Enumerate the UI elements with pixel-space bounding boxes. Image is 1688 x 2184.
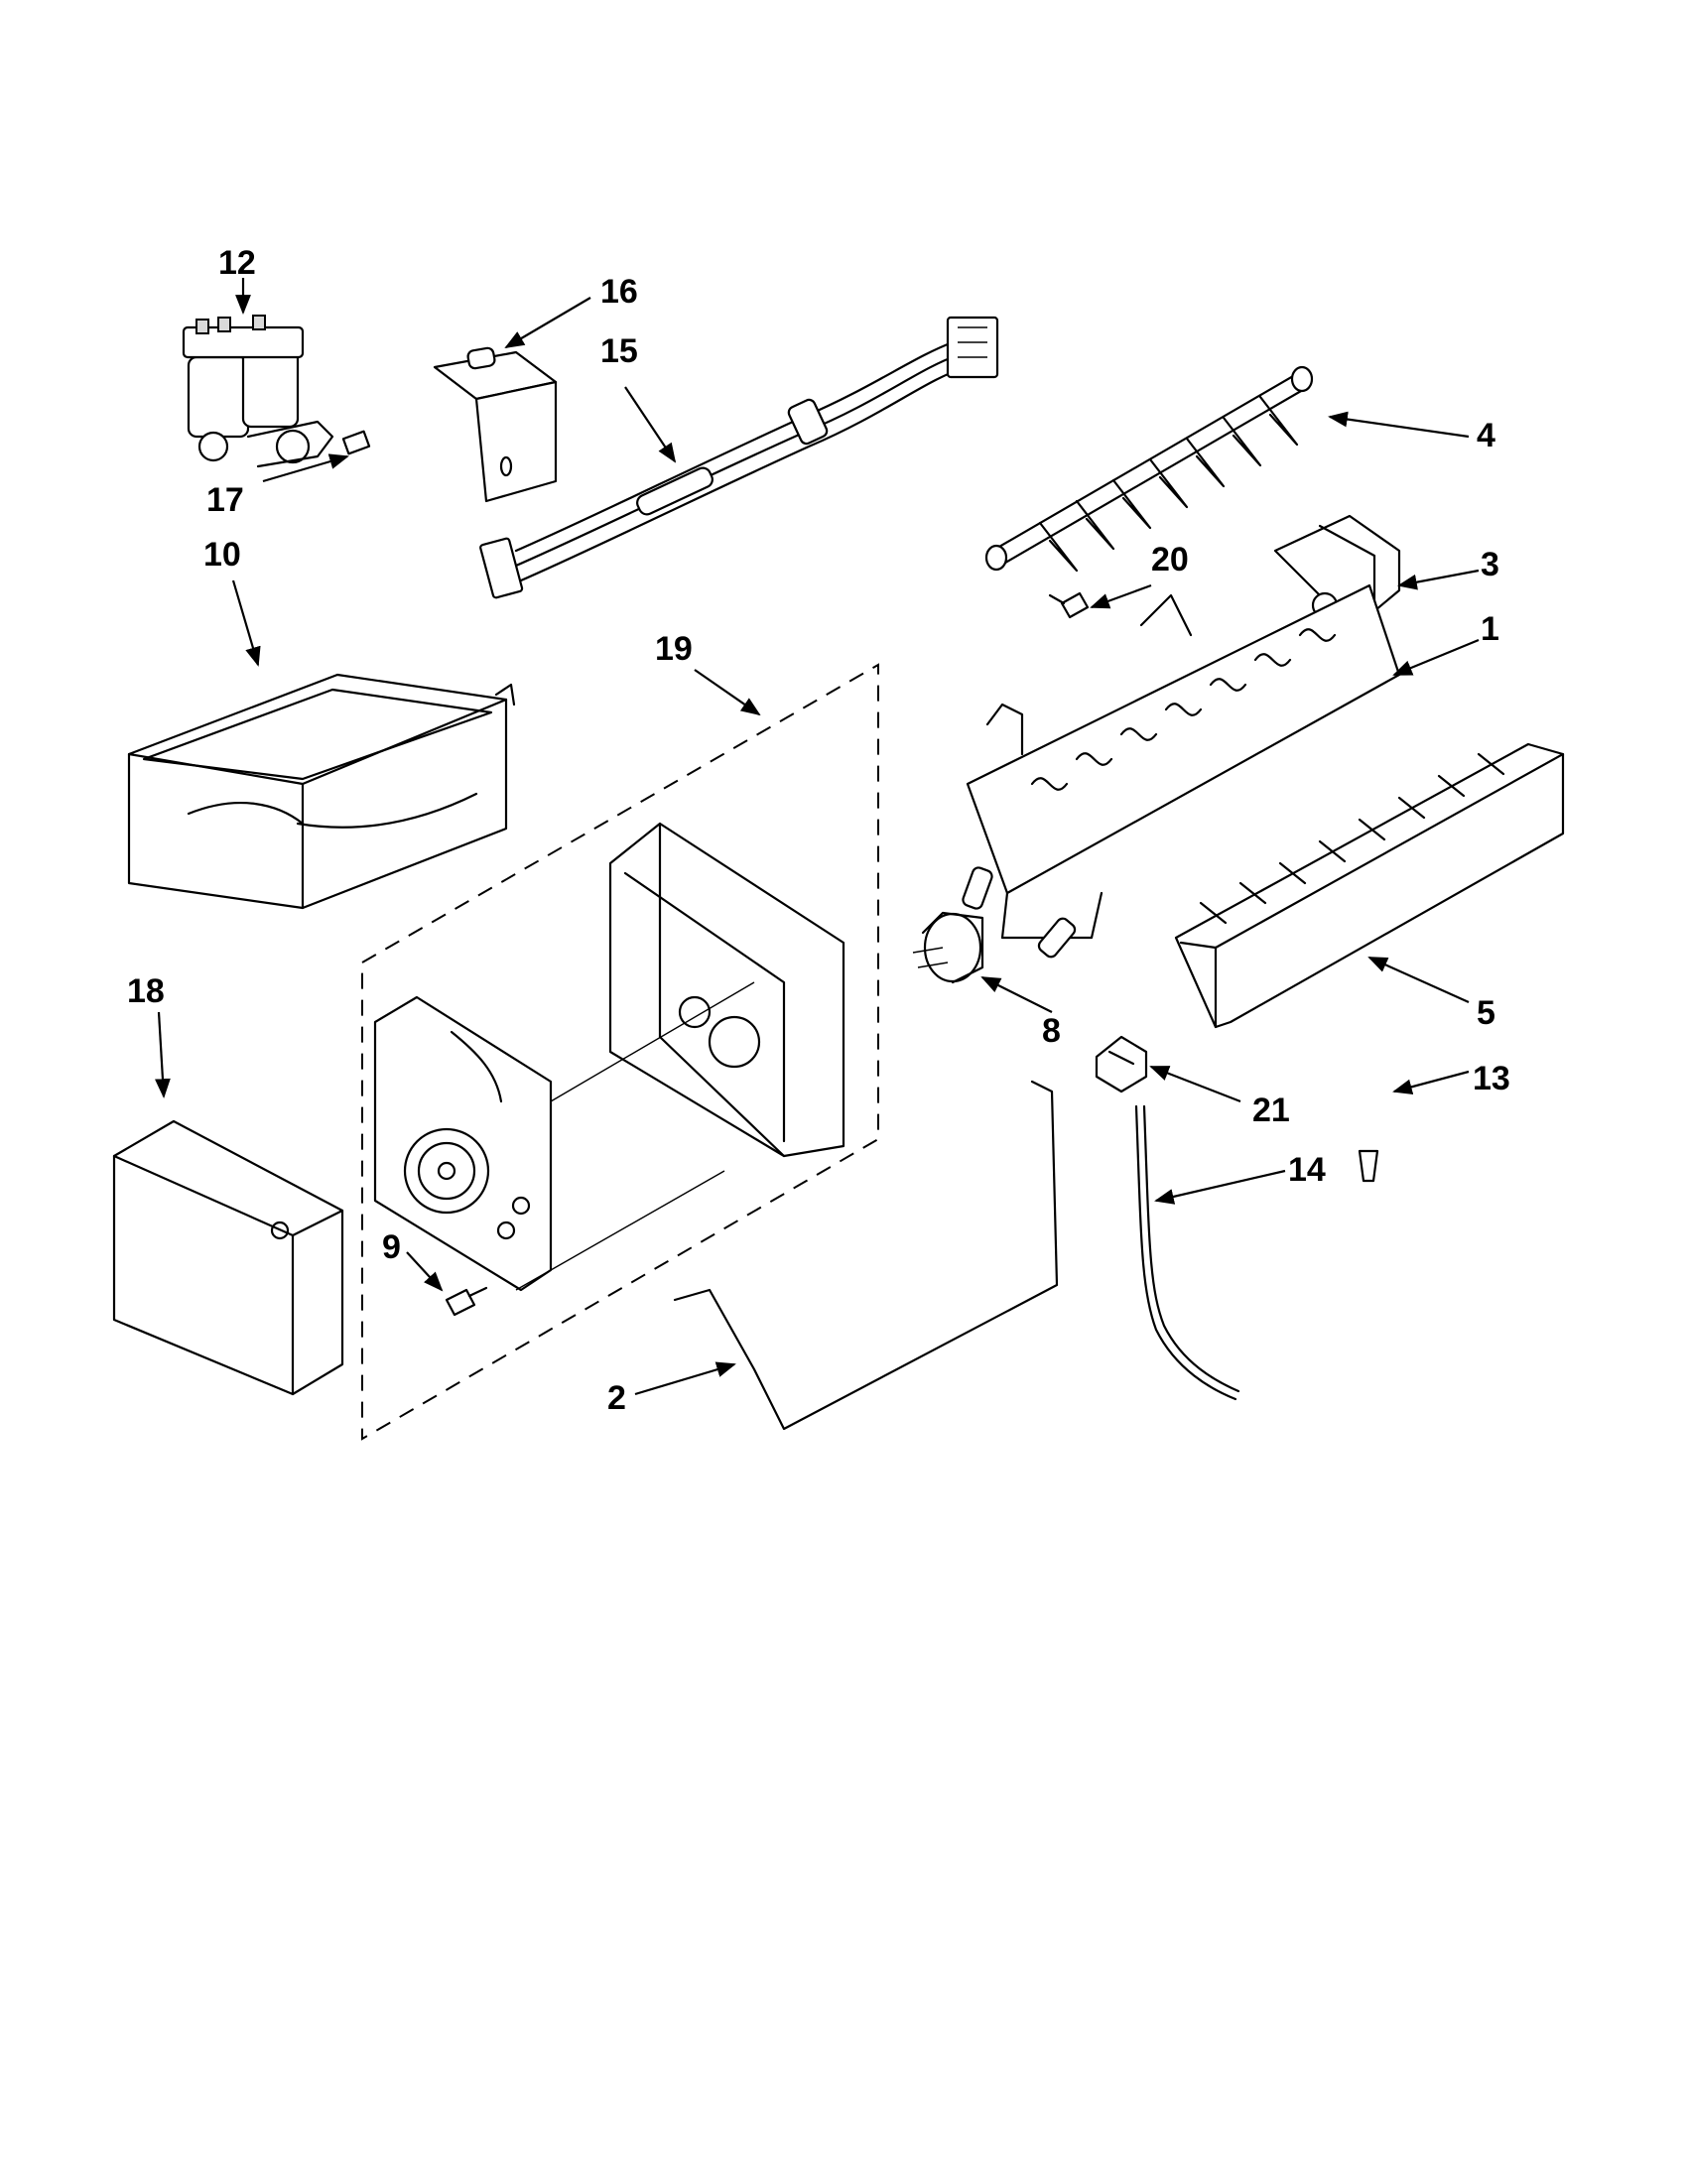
bracket-part-16 [433, 346, 558, 503]
callout-12: 12 [218, 244, 256, 282]
ice-bin-part-10 [127, 673, 516, 910]
callout-3: 3 [1481, 546, 1499, 583]
callout-13: 13 [1473, 1060, 1510, 1097]
bail-arm-part-2 [673, 1080, 1059, 1431]
front-cover-part-5 [1174, 742, 1565, 1029]
callout-4: 4 [1477, 417, 1495, 454]
callout-14: 14 [1288, 1151, 1326, 1189]
ejector-part-4 [984, 365, 1314, 573]
callout-10: 10 [203, 536, 241, 574]
wire-harness-part-15 [479, 316, 999, 599]
callout-1: 1 [1481, 610, 1499, 648]
leader-lines [155, 278, 1480, 1396]
clip-part-21 [1095, 1035, 1148, 1093]
thermostat-part-8 [912, 866, 1077, 984]
callout-21: 21 [1252, 1092, 1290, 1129]
callout-2: 2 [607, 1379, 626, 1417]
module-cover-part-18 [112, 1119, 344, 1396]
screw-part-9 [445, 1286, 488, 1317]
callout-labels: 12 16 15 17 10 4 20 3 1 19 8 5 18 21 13 … [127, 244, 1510, 1417]
callout-17: 17 [206, 481, 244, 519]
callout-9: 9 [382, 1228, 401, 1266]
tube-part-14 [1134, 1104, 1240, 1401]
callout-20: 20 [1151, 541, 1189, 578]
connector-part-13 [1358, 1149, 1379, 1183]
water-valve-part-12 [182, 315, 371, 468]
callout-15: 15 [600, 332, 638, 370]
module-assembly-part-19 [361, 663, 879, 1441]
callout-18: 18 [127, 972, 165, 1010]
callout-19: 19 [655, 630, 693, 668]
callout-8: 8 [1042, 1012, 1061, 1050]
screw-part-20 [1048, 591, 1090, 619]
callout-16: 16 [600, 273, 638, 311]
callout-5: 5 [1477, 994, 1495, 1032]
